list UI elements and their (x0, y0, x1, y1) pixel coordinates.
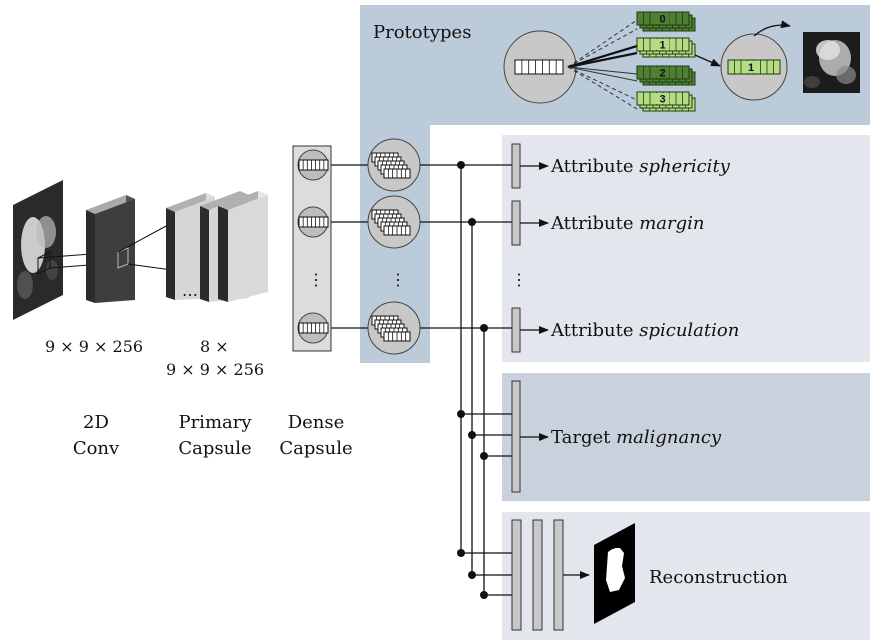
prototype-links (567, 19, 638, 110)
prototype-nodule-image (803, 32, 860, 93)
dense-capsule-vectors (298, 159, 329, 334)
selected-prototype-index: 1 (748, 62, 754, 74)
prototype-stack-3: 3 (636, 91, 696, 112)
capsule-vector (383, 225, 411, 236)
selected-prototype-vector: 1 (727, 59, 781, 75)
capsule-vector (514, 59, 564, 75)
dense-capsule-column (292, 145, 332, 352)
reconstructed-mask-image (594, 523, 635, 624)
reconstruction-decoder-layers (511, 519, 564, 631)
prototype-stack-0: 0 (636, 11, 696, 32)
dense-capsule-title-line2: Capsule (279, 438, 352, 459)
dense-capsule-title-line1: Dense (288, 412, 345, 433)
primary-capsule-title-line1: Primary (178, 412, 252, 433)
conv-dimensions: 9 × 9 × 256 (45, 337, 143, 356)
attribute-ellipsis: ⋮ (511, 270, 527, 289)
primary-capsule-title-line2: Capsule (178, 438, 251, 459)
capsule-vector (383, 331, 411, 342)
target-malignancy-label: Target malignancy (551, 427, 722, 448)
dense-capsule-ellipsis: ⋮ (308, 270, 324, 289)
prototypes-title: Prototypes (373, 22, 471, 43)
primary-dimensions-line1: 8 × (200, 337, 229, 356)
attribute-sphericity-label: Attribute sphericity (550, 156, 731, 177)
conv-feature-map (86, 195, 135, 303)
prototype-stack-2: 2 (636, 65, 696, 86)
primary-capsule-dots: … (182, 281, 198, 300)
input-nodule-image (13, 180, 63, 320)
capsule-vector (298, 159, 329, 171)
attribute-margin-label: Attribute margin (550, 213, 705, 234)
prototype-index-label: 3 (659, 94, 665, 106)
conv-title-line1: 2D (83, 412, 109, 433)
target-output-bar (511, 380, 521, 493)
attribute-panel (502, 135, 870, 362)
prototype-query-vector (514, 59, 564, 75)
primary-dimensions-line2: 9 × 9 × 256 (166, 360, 264, 379)
capsule-vector (383, 168, 411, 179)
attribute-spiculation-label: Attribute spiculation (550, 320, 739, 341)
reconstruction-label: Reconstruction (649, 567, 788, 588)
target-panel (502, 373, 870, 501)
prototype-index-label: 1 (659, 40, 665, 52)
prototype-index-label: 2 (659, 68, 665, 80)
prototype-nodes-ellipsis: ⋮ (390, 270, 406, 289)
prototype-index-label: 0 (659, 14, 665, 26)
conv-title-line2: Conv (73, 438, 120, 459)
capsule-vector (298, 216, 329, 228)
prototype-bank: 0 1 2 3 (636, 11, 696, 112)
primary-capsule-stack (166, 191, 268, 302)
capsule-prototype-nodes (367, 138, 421, 355)
capsule-vector (298, 322, 329, 334)
prototype-stack-1: 1 (636, 37, 696, 58)
